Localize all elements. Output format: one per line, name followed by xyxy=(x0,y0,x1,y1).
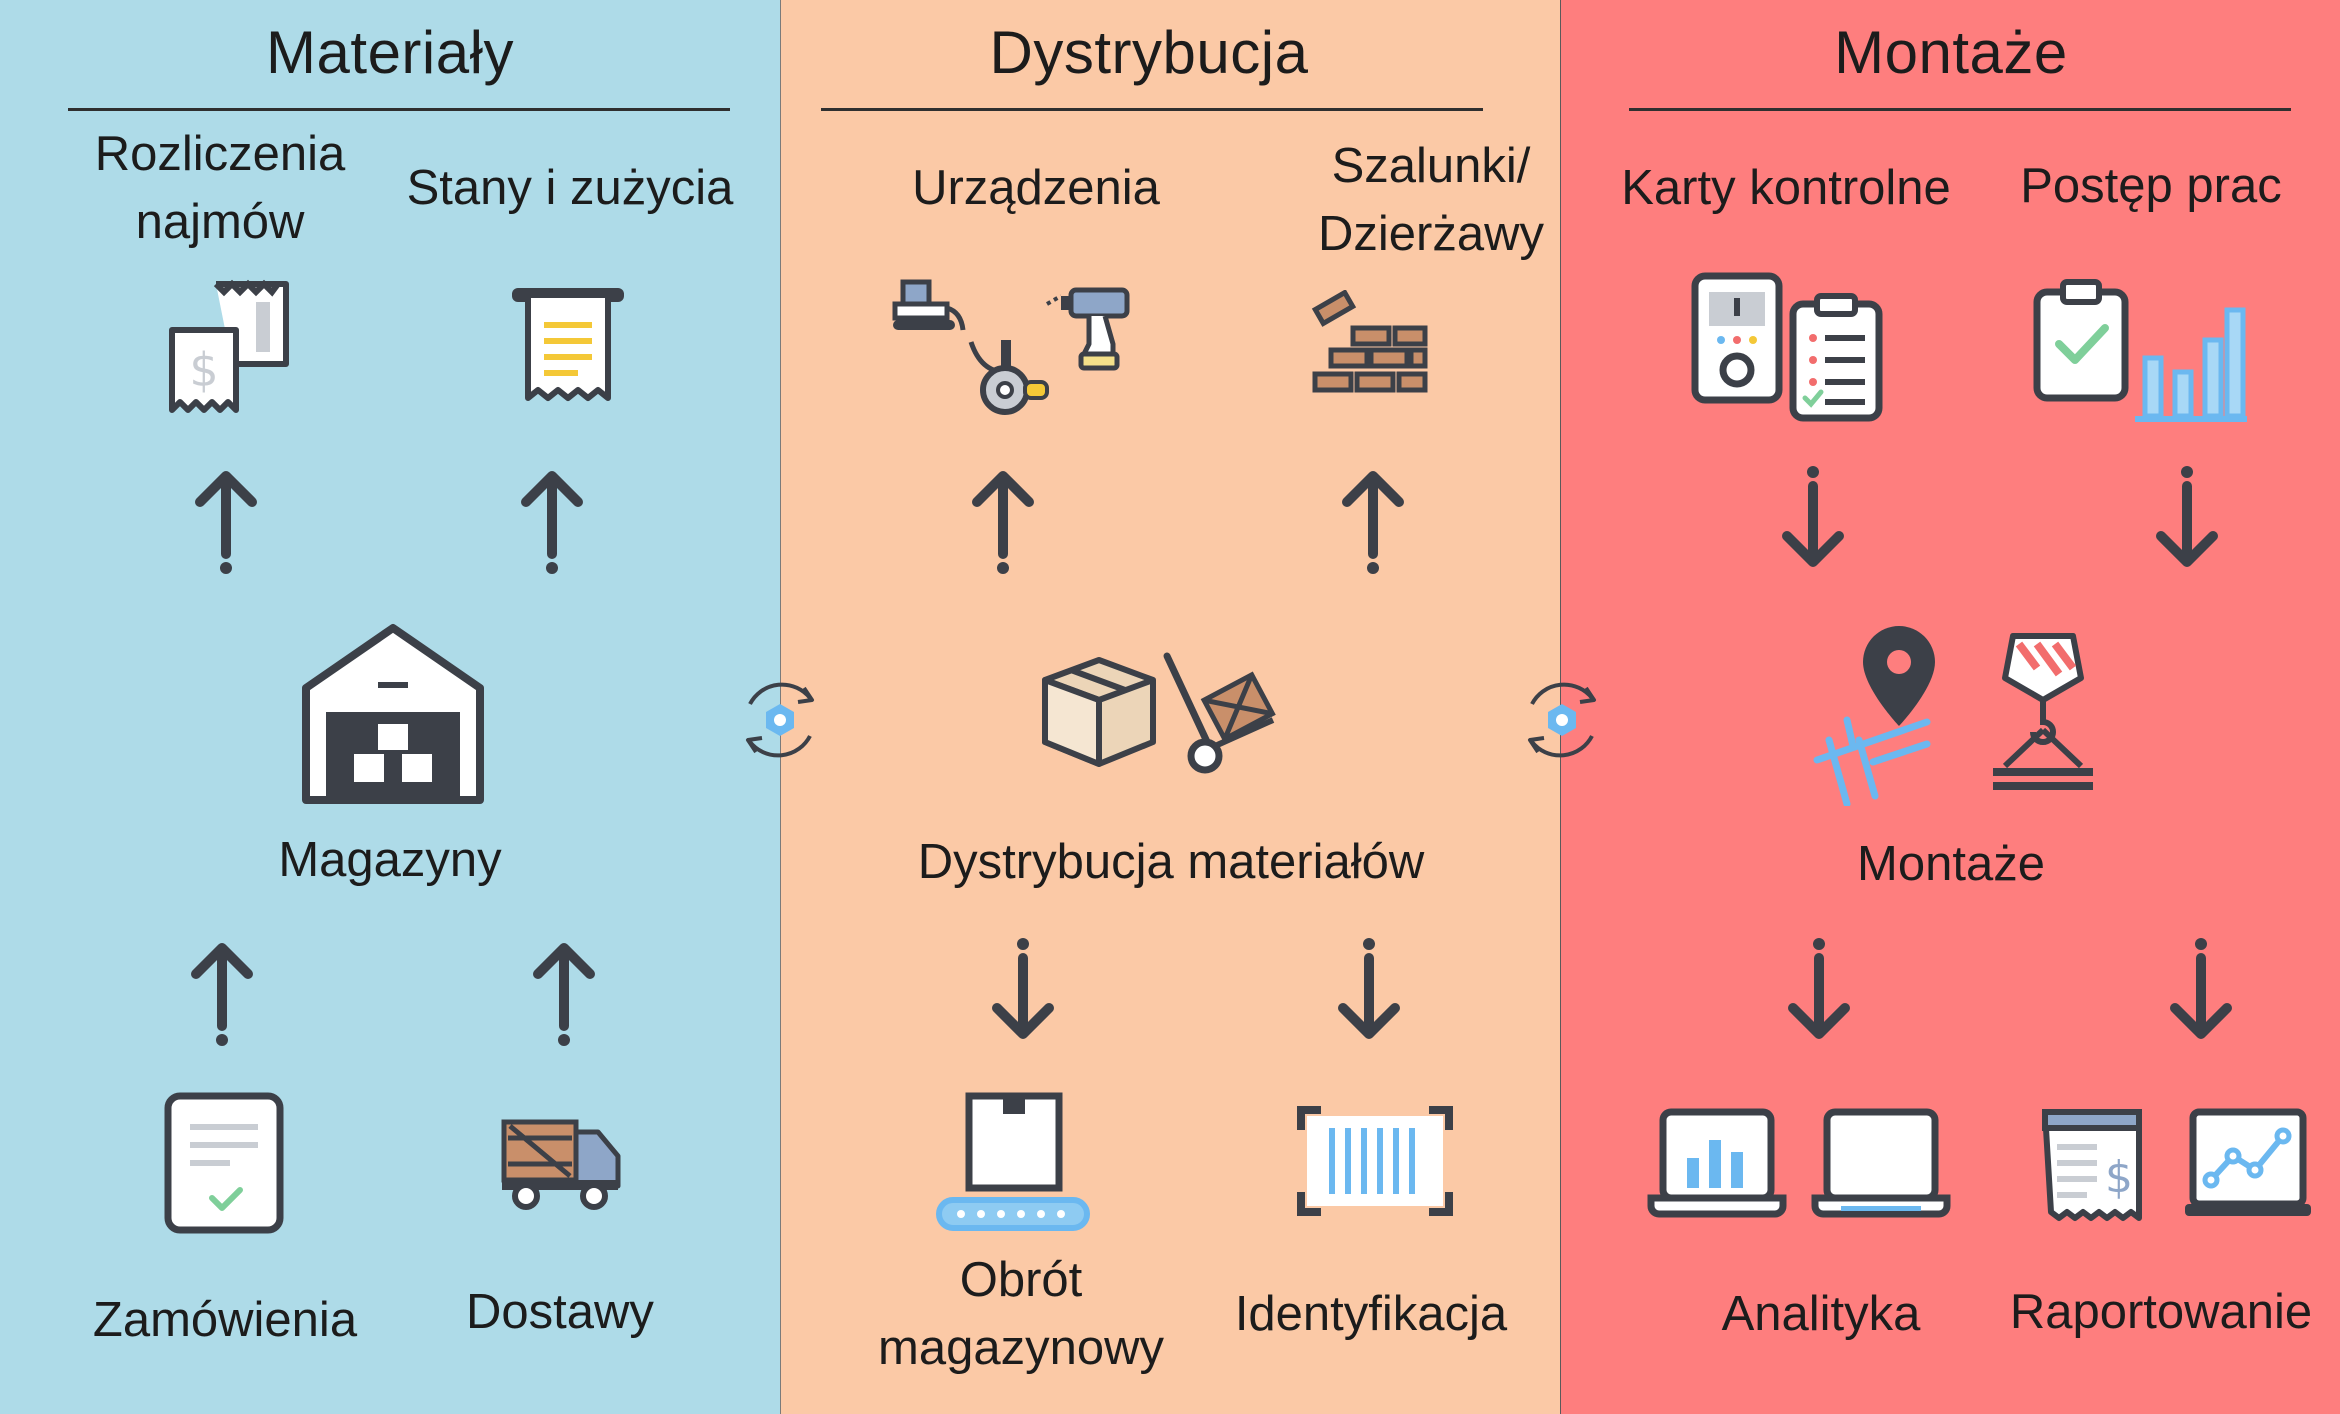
arrow-up-icon xyxy=(972,471,1034,574)
label-montaze: Montaże xyxy=(1857,837,2045,891)
invoice-icon: $ xyxy=(2042,1109,2142,1221)
label-karty-kontrolne: Karty kontrolne xyxy=(1621,161,1951,215)
panel-title: Montaże xyxy=(1834,19,2068,86)
label-raportowanie: Raportowanie xyxy=(2009,1285,2313,1339)
arrow-up-icon xyxy=(521,471,583,574)
panel-title: Materiały xyxy=(266,19,514,86)
label-szalunki-dzierzawy: Szalunki/ Dzierżawy xyxy=(1318,139,1544,261)
arrow-down-icon xyxy=(2156,466,2218,567)
label-stany-i-zuzycia: Stany i zużycia xyxy=(406,161,734,215)
clipboard-check-icon xyxy=(2033,279,2129,402)
svg-text:$: $ xyxy=(2105,1152,2133,1203)
document-check-icon xyxy=(164,1092,284,1234)
bar-chart-icon xyxy=(2135,307,2247,422)
label-zamowienia: Zamówienia xyxy=(92,1293,358,1347)
arrow-up-icon xyxy=(195,471,257,574)
arrow-up-icon xyxy=(1342,471,1404,574)
arrow-down-icon xyxy=(1338,938,1400,1039)
label-postep-prac: Postęp prac xyxy=(2020,159,2282,213)
package-box-icon xyxy=(1042,657,1156,767)
drill-icon xyxy=(1046,287,1130,371)
warehouse-icon xyxy=(302,624,484,804)
barcode-scanner-icon xyxy=(1297,1106,1453,1216)
laptop-icon xyxy=(1811,1108,1951,1218)
bulldozer-icon xyxy=(892,279,966,331)
line-chart-monitor-icon xyxy=(2185,1108,2311,1216)
receipt-list-icon xyxy=(512,288,624,401)
crane-hook-icon xyxy=(1993,633,2093,790)
title-divider xyxy=(68,108,730,111)
panel-dystrybucja: Dystrybucja Urządzenia Szalunki/ Dzierża… xyxy=(780,0,1561,1414)
label-dystrybucja-materialow: Dystrybucja materiałów xyxy=(917,835,1425,889)
panel-materialy: Materiały Rozliczenia najmów Stany i zuż… xyxy=(0,0,780,1414)
label-dostawy: Dostawy xyxy=(466,1285,654,1339)
arrow-up-icon xyxy=(191,943,253,1046)
conveyor-box-icon xyxy=(936,1092,1090,1231)
title-divider xyxy=(1629,108,2291,111)
label-obrot-magazynowy: Obrót magazynowy xyxy=(878,1253,1164,1375)
meter-icon xyxy=(1691,272,1783,404)
label-rozliczenia-najmow: Rozliczenia najmów xyxy=(94,127,346,249)
hand-truck-icon xyxy=(1163,652,1276,774)
checklist-clipboard-icon xyxy=(1789,293,1883,422)
panel-montaze: Montaże Karty kontrolne Postęp prac xyxy=(1560,0,2340,1414)
grinder-icon xyxy=(968,340,1049,415)
sync-icon xyxy=(1528,682,1596,758)
bricks-icon xyxy=(1311,290,1428,393)
arrow-up-icon xyxy=(533,943,595,1046)
arrow-down-icon xyxy=(2170,938,2232,1039)
label-analityka: Analityka xyxy=(1721,1287,1921,1341)
label-urzadzenia: Urządzenia xyxy=(912,161,1160,215)
svg-text:$: $ xyxy=(189,343,218,397)
receipt-dollar-icon: $ xyxy=(169,279,289,413)
delivery-truck-icon xyxy=(501,1119,621,1210)
arrow-down-icon xyxy=(992,938,1054,1039)
sync-icon xyxy=(746,682,814,758)
label-magazyny: Magazyny xyxy=(278,833,502,887)
arrow-down-icon xyxy=(1788,938,1850,1039)
laptop-chart-icon xyxy=(1647,1108,1787,1218)
panel-title: Dystrybucja xyxy=(989,19,1309,86)
arrow-down-icon xyxy=(1782,466,1844,567)
label-identyfikacja: Identyfikacja xyxy=(1234,1287,1508,1341)
map-pin-icon xyxy=(1813,626,1935,806)
title-divider xyxy=(821,108,1483,111)
